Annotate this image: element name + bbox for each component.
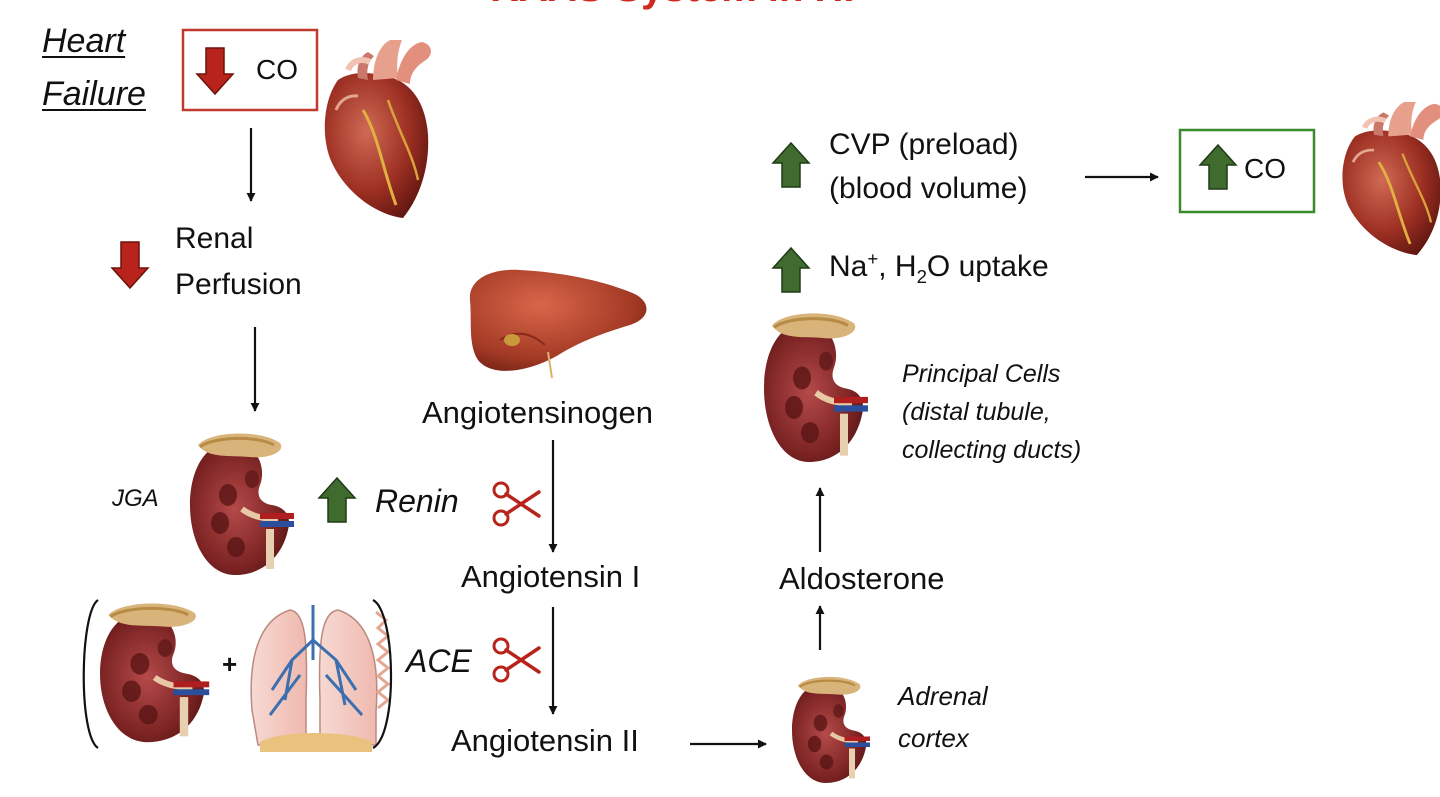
co-increase-arrow-icon (1199, 144, 1237, 190)
renal-decrease-arrow-icon (111, 241, 149, 289)
principal-cells-line1: Principal Cells (902, 360, 1061, 388)
renal-perfusion-line1: Renal (175, 222, 254, 255)
kidney-principal-icon (764, 313, 868, 462)
principal-cells-line2: (distal tubule, (902, 398, 1051, 426)
co-decrease-label: CO (256, 54, 298, 85)
jga-label: JGA (112, 485, 159, 512)
angiotensinogen-label: Angiotensinogen (422, 395, 653, 430)
bracket-right (372, 599, 393, 749)
kidney-jga-icon (190, 433, 294, 575)
uptake-h: , H (878, 250, 917, 283)
uptake-h-sub: 2 (916, 266, 927, 287)
co-decrease-arrow-icon (196, 47, 234, 95)
heart-right-icon (1342, 102, 1440, 255)
uptake-increase-arrow-icon (772, 247, 810, 293)
renin-label: Renin (375, 483, 459, 519)
cvp-line1: CVP (preload) (829, 128, 1019, 161)
cvp-increase-arrow-icon (772, 142, 810, 188)
angiotensin-1-label: Angiotensin I (461, 559, 641, 594)
uptake-na-sup: + (867, 248, 879, 269)
liver-icon (469, 269, 647, 379)
adrenal-line2: cortex (898, 723, 969, 753)
plus-sign: + (222, 649, 238, 679)
ace-label: ACE (406, 643, 472, 679)
co-increase-box (1178, 128, 1316, 214)
co-decrease-box (181, 28, 319, 112)
diagram-title: RAAS System in HF (490, 0, 868, 11)
uptake-rest: O uptake (926, 250, 1049, 283)
uptake-label: Na+, H2O uptake (829, 248, 1049, 287)
lungs-icon (250, 605, 391, 752)
renal-perfusion-line2: Perfusion (175, 268, 302, 301)
cvp-line2: (blood volume) (829, 172, 1028, 205)
kidney-adrenal-icon (792, 677, 870, 783)
heart-failure-line1: Heart (42, 22, 126, 60)
co-increase-label: CO (1244, 153, 1286, 184)
heart-failure-line2: Failure (42, 75, 146, 113)
bracket-left (82, 599, 99, 749)
scissors-renin-icon (492, 481, 541, 527)
scissors-ace-icon (492, 637, 541, 683)
kidney-ace-icon (100, 603, 209, 742)
aldosterone-label: Aldosterone (779, 561, 945, 596)
heart-icon (325, 40, 431, 218)
angiotensin-2-label: Angiotensin II (451, 723, 639, 758)
uptake-na: Na (829, 250, 868, 283)
adrenal-line1: Adrenal (898, 681, 988, 711)
renin-increase-arrow-icon (318, 477, 356, 523)
principal-cells-line3: collecting ducts) (902, 436, 1082, 464)
